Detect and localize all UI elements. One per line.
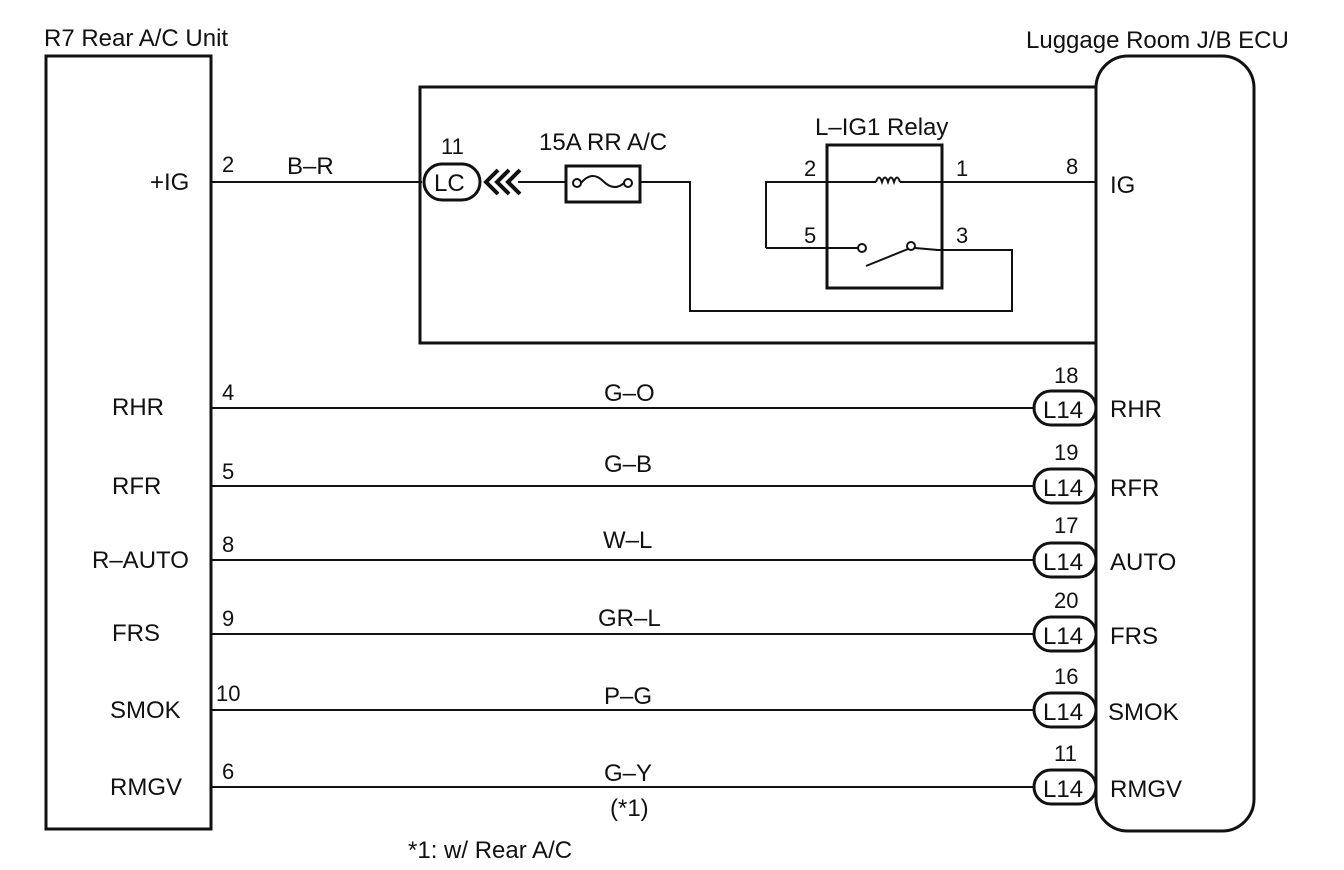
connector-l14-smok-label: L14 xyxy=(1043,699,1083,726)
connector-l14-rfr-label: L14 xyxy=(1043,475,1083,502)
relay-box xyxy=(825,143,944,290)
relay-coil-wire-left xyxy=(765,181,876,248)
lc-pin: 11 xyxy=(441,134,464,159)
wire-rmgv-note: (*1) xyxy=(610,795,649,822)
left-terminal-rfr: RFR xyxy=(112,473,161,500)
wire-fuse-relay xyxy=(640,181,1013,312)
relay-switch-contact-right xyxy=(906,241,916,251)
ecu-pin-frs: 20 xyxy=(1054,588,1078,613)
left-pin-rauto: 8 xyxy=(222,532,234,557)
ecu-pin-auto: 17 xyxy=(1054,513,1078,538)
footnote: *1: w/ Rear A/C xyxy=(408,837,572,864)
connector-l14-auto-label: L14 xyxy=(1043,549,1083,576)
wire-smok-color: P–G xyxy=(604,683,652,710)
fuse-box xyxy=(564,164,642,204)
left-terminal-frs: FRS xyxy=(112,620,160,647)
connector-l14-auto xyxy=(1032,541,1098,579)
connector-arrow-icon xyxy=(483,168,522,196)
relay-title: L–IG1 Relay xyxy=(815,114,948,141)
lc-label: LC xyxy=(434,170,465,197)
relay-pin-1: 1 xyxy=(956,156,968,181)
right-unit-box xyxy=(1094,54,1256,833)
wire-rfr-color: G–B xyxy=(604,451,652,478)
relay-pin-5: 5 xyxy=(804,223,816,248)
left-unit-box xyxy=(44,54,213,831)
right-unit-title: Luggage Room J/B ECU xyxy=(1026,27,1289,54)
connector-l14-rfr xyxy=(1032,467,1098,505)
fuse-element-icon xyxy=(580,175,625,188)
connector-l14-frs-label: L14 xyxy=(1043,623,1083,650)
left-terminal-rhr: RHR xyxy=(112,394,164,421)
ecu-terminal-rfr: RFR xyxy=(1110,475,1159,502)
left-pin-rhr: 4 xyxy=(222,380,234,405)
ecu-terminal-smok: SMOK xyxy=(1108,699,1179,726)
relay-switch-contact-left xyxy=(857,243,867,253)
ecu-pin-smok: 16 xyxy=(1054,664,1078,689)
relay-switch-blade-icon xyxy=(865,248,909,267)
ecu-pin-rmgv: 11 xyxy=(1054,741,1077,766)
connector-l14-rhr xyxy=(1032,389,1098,427)
wire-ig-color: B–R xyxy=(287,153,334,180)
fuse-label: 15A RR A/C xyxy=(539,129,667,156)
relay-pin-2: 2 xyxy=(804,156,816,181)
relay-pin-3: 3 xyxy=(956,223,968,248)
fuse-contact-left xyxy=(572,178,582,188)
left-terminal-rauto: R–AUTO xyxy=(92,547,189,574)
wire-frs-color: GR–L xyxy=(598,605,661,632)
left-terminal-ig: +IG xyxy=(150,169,189,196)
ecu-pin-rfr: 19 xyxy=(1054,440,1078,465)
connector-l14-rmgv xyxy=(1032,768,1098,806)
relay-switch-wire-right xyxy=(914,247,939,251)
left-pin-frs: 9 xyxy=(222,606,234,631)
wire-rhr-color: G–O xyxy=(604,380,655,407)
left-pin-rmgv: 6 xyxy=(222,759,234,784)
connector-l14-rmgv-label: L14 xyxy=(1043,776,1083,803)
ecu-pin-rhr: 18 xyxy=(1054,363,1078,388)
connector-l14-rhr-label: L14 xyxy=(1043,397,1083,424)
left-pin-ig: 2 xyxy=(222,152,234,177)
fuse-contact-right xyxy=(623,178,633,188)
ecu-terminal-auto: AUTO xyxy=(1110,549,1176,576)
junction-block-box xyxy=(418,85,1098,345)
left-terminal-smok: SMOK xyxy=(110,697,181,724)
ecu-ig-pin: 8 xyxy=(1066,154,1078,179)
ecu-terminal-rmgv: RMGV xyxy=(1110,776,1182,803)
wire-rmgv-color: G–Y xyxy=(604,760,652,787)
relay-coil-icon xyxy=(875,176,901,186)
ecu-terminal-rhr: RHR xyxy=(1110,396,1162,423)
left-terminal-rmgv: RMGV xyxy=(110,774,182,801)
wire-auto-color: W–L xyxy=(603,527,652,554)
left-unit-title: R7 Rear A/C Unit xyxy=(44,25,228,52)
ecu-terminal-frs: FRS xyxy=(1110,623,1158,650)
connector-l14-frs xyxy=(1032,615,1098,653)
lc-connector xyxy=(422,162,482,202)
connector-l14-smok xyxy=(1032,691,1098,729)
left-pin-smok: 10 xyxy=(216,681,240,706)
left-pin-rfr: 5 xyxy=(222,459,234,484)
ecu-ig-label: IG xyxy=(1110,172,1135,199)
